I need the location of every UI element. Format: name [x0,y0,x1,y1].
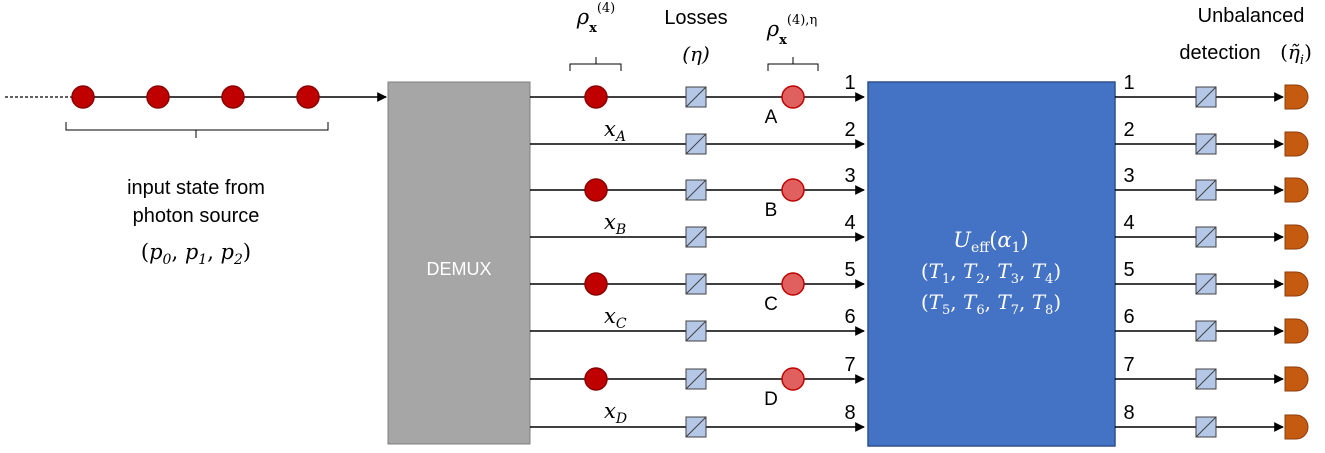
detection-header-line1: Unbalanced [1198,5,1305,27]
loss-element-diagonal [1195,86,1217,108]
photon-source-train [5,85,387,138]
detector-icon [1284,224,1309,250]
unitary-transmissions-row1: (T1, T2, T3, T4) [921,259,1061,287]
channel-number-out: 4 [1123,212,1134,234]
source-params: (p0, p1, p2) [141,240,251,268]
input-photon [584,367,608,391]
loss-element-diagonal [1195,273,1217,295]
detector-icon [1284,318,1309,344]
output-label: C [764,294,778,315]
output-label: B [765,200,778,221]
channel-number-in: 1 [844,72,855,94]
unitary-block [867,81,1116,447]
demux-block [387,81,531,445]
input-photon [584,85,608,109]
losses-eta: (η) [682,42,710,66]
input-photon [584,178,608,202]
rho-input-brace [569,57,622,71]
source-brace [65,122,329,138]
source-caption-line1: input state from [127,177,265,199]
loss-element-diagonal [1195,179,1217,201]
loss-element-diagonal [685,320,707,342]
rho-output-header: ρx(4),η [766,13,817,48]
input-photon [584,272,608,296]
detection-eta: (η̃i) [1280,40,1312,68]
output-label: A [765,107,778,128]
loss-element-diagonal [1195,133,1217,155]
rho-output-brace [767,57,819,71]
loss-element-diagonal [685,133,707,155]
source-photon [71,85,95,109]
channel-number-out: 6 [1123,306,1134,328]
channel-number-in: 8 [844,402,855,424]
channel-number-out: 5 [1123,259,1134,281]
loss-element-diagonal [685,226,707,248]
channel-number-out: 3 [1123,165,1134,187]
output-photon [781,85,805,109]
channel-number-in: 3 [844,165,855,187]
losses-header: Losses [664,7,727,29]
loss-element-diagonal [685,368,707,390]
channel-number-in: 2 [844,119,855,141]
channel-rows: 1 xA A 1 2 2 3 xB B 3 4 4 5 xC C 5 6 6 7 xD D 7 8 8 [530,72,1309,440]
detection-header-line2: detection [1179,42,1260,64]
channel-number-in: 6 [844,306,855,328]
demux-label: DEMUX [426,259,491,279]
channel-number-out: 2 [1123,119,1134,141]
source-photon [296,85,320,109]
loss-element-diagonal [1195,368,1217,390]
loss-element-diagonal [685,273,707,295]
detector-icon [1284,84,1309,110]
detector-icon [1284,414,1309,440]
detector-icon [1284,271,1309,297]
source-photon [221,85,245,109]
channel-number-out: 8 [1123,402,1134,424]
rho-input-header: ρx(4) [576,1,616,36]
detector-icon [1284,366,1309,392]
unitary-transmissions-row2: (T5, T6, T7, T8) [921,290,1061,318]
channel-number-in: 5 [844,259,855,281]
output-photon [781,178,805,202]
loss-element-diagonal [1195,226,1217,248]
output-photon [781,272,805,296]
output-label: D [764,389,778,410]
loss-element-diagonal [1195,416,1217,438]
output-photon [781,367,805,391]
source-photon [146,85,170,109]
channel-number-in: 4 [844,212,855,234]
x-label: xB [604,210,626,238]
loss-element-diagonal [685,179,707,201]
loss-element-diagonal [685,416,707,438]
loss-element-diagonal [1195,320,1217,342]
detector-icon [1284,177,1309,203]
x-label: xA [604,117,626,145]
unitary-operator: Ueff(α1) [953,228,1028,256]
x-label: xD [604,399,627,427]
channel-number-in: 7 [844,354,855,376]
channel-number-out: 1 [1123,72,1134,94]
x-label: xC [604,304,627,332]
channel-number-out: 7 [1123,354,1134,376]
detector-icon [1284,131,1309,157]
loss-element-diagonal [685,86,707,108]
source-caption-line2: photon source [133,205,260,227]
